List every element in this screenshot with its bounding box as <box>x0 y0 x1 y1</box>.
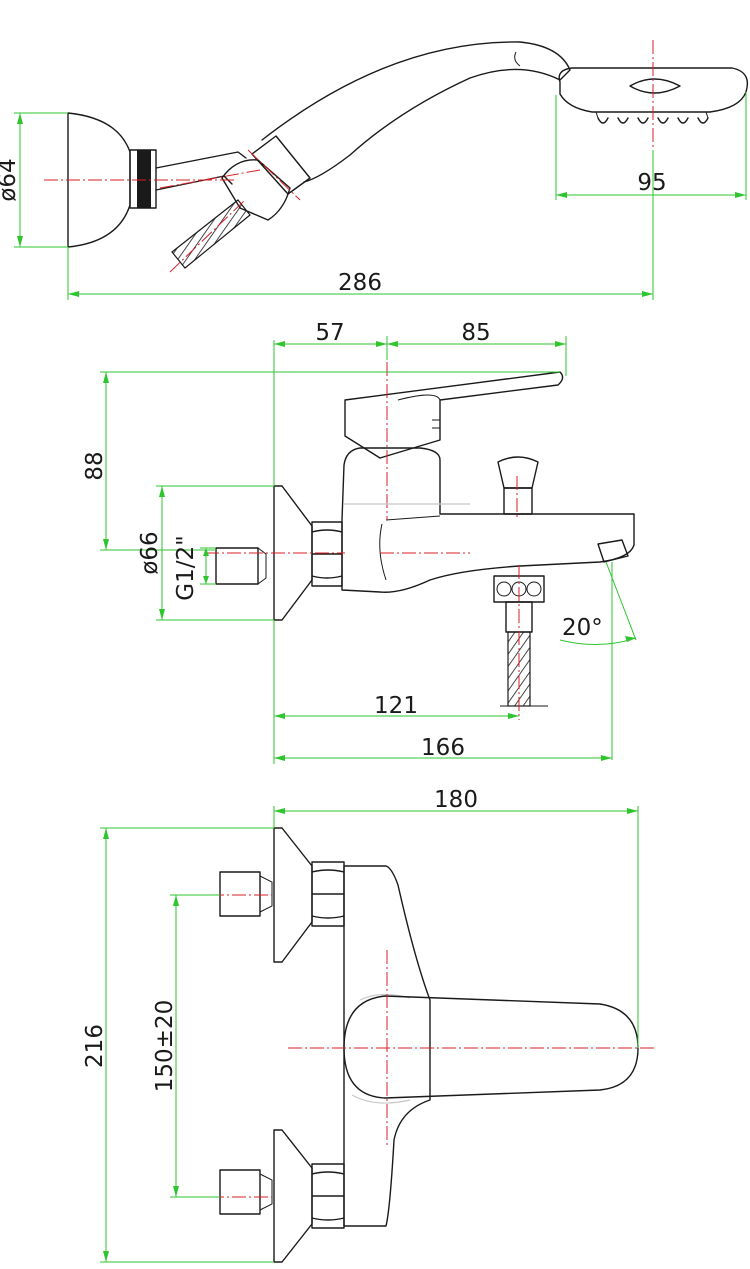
center-line <box>159 169 261 189</box>
dim-handset-width: 95 <box>637 170 666 196</box>
upper-inlet-pipe <box>219 871 261 917</box>
inlet-pipe <box>215 547 259 585</box>
lower-flange <box>273 1129 313 1263</box>
front-view-mixer: 180 216 150±20 <box>82 787 656 1263</box>
dim-hose-outlet: 121 <box>374 693 418 719</box>
dim-handle-left: 57 <box>315 320 344 346</box>
lower-inlet-pipe <box>219 1169 261 1215</box>
dim-overall-length: 286 <box>338 270 382 296</box>
dim-handle-right: 85 <box>461 320 490 346</box>
dim-handle-height: 88 <box>82 451 108 480</box>
dim-flange-diameter: ø66 <box>137 531 163 574</box>
shower-hose <box>171 199 251 269</box>
front-mixer-body <box>343 865 431 1227</box>
center-line <box>247 149 301 201</box>
diverter-knob <box>497 456 539 489</box>
spout-aerator <box>597 539 629 563</box>
shower-nozzle-row <box>595 111 709 124</box>
dim-thread: G1/2" <box>173 535 199 600</box>
dim-overall-height: 216 <box>82 1024 108 1068</box>
handle-collar <box>251 135 311 195</box>
dim-overall-width: 180 <box>434 787 478 813</box>
side-view-mixer: 57 85 88 ø66 G1/2" 20° 121 <box>82 320 637 764</box>
dim-inlet-spacing: 150±20 <box>152 1000 178 1092</box>
top-view-hand-shower: ø64 95 286 <box>0 40 749 300</box>
upper-flange <box>273 827 313 963</box>
dim-spout-length: 166 <box>421 735 465 761</box>
mixer-body <box>341 447 635 593</box>
lower-hex-nut <box>311 1163 345 1229</box>
outlet-nut <box>493 575 545 603</box>
bracket-knurled-nut-band <box>137 150 151 208</box>
bracket-arm <box>155 151 247 191</box>
front-handle-lever <box>343 995 639 1099</box>
upper-hex-nut <box>311 861 345 927</box>
body-shadow-arc <box>351 993 411 1104</box>
handle-inner-line <box>514 51 521 67</box>
handle-lever <box>344 371 564 459</box>
dim-bracket-diameter: ø64 <box>0 158 21 201</box>
shower-handle-body <box>261 41 571 183</box>
shower-head-eye <box>629 78 681 94</box>
hex-nut <box>311 521 343 587</box>
hose-connector <box>221 159 291 221</box>
center-line <box>169 199 246 273</box>
dim-angle: 20° <box>562 615 603 641</box>
diverter-stem <box>503 487 533 515</box>
